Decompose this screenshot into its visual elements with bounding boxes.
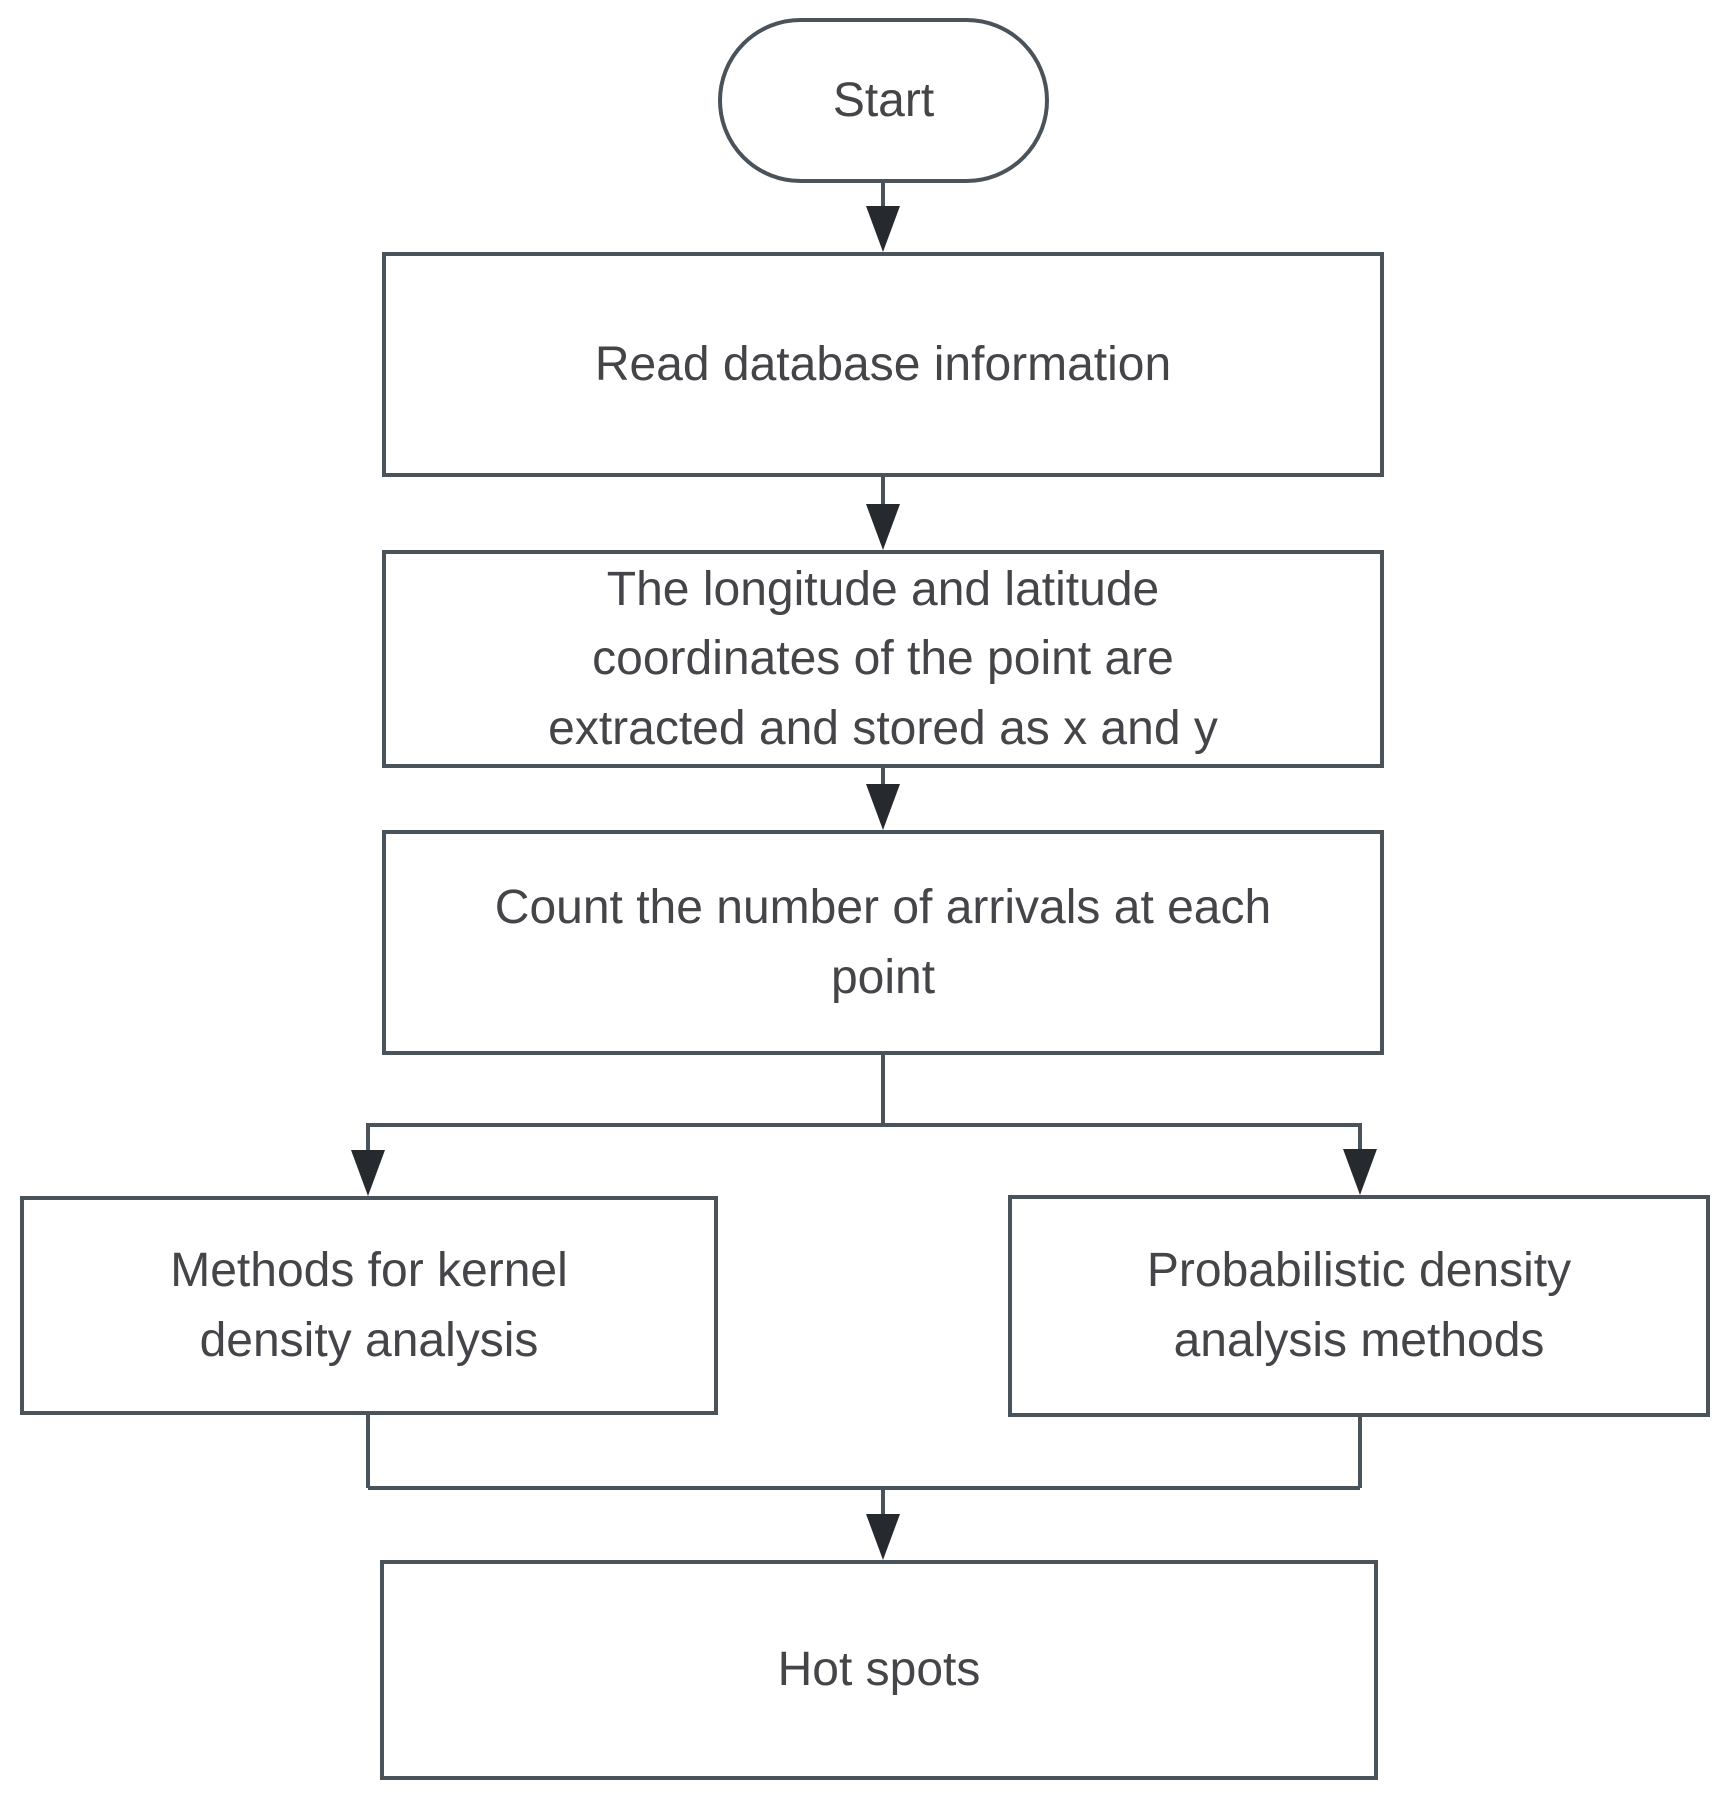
node-kernel-density-label: Methods for kernel density analysis — [170, 1243, 568, 1367]
node-probabilistic-density: Probabilistic density analysis methods — [1008, 1195, 1710, 1417]
node-read-database-label: Read database information — [594, 337, 1172, 391]
node-start-label: Start — [832, 73, 935, 127]
arrowhead-to-hotspots — [866, 1514, 900, 1560]
arrowhead-read-to-extract — [866, 504, 900, 550]
node-count-arrivals: Count the number of arrivals at each poi… — [382, 830, 1384, 1055]
arrowhead-to-prob — [1343, 1149, 1377, 1195]
arrowhead-extract-to-count — [866, 784, 900, 830]
node-kernel-density: Methods for kernel density analysis — [20, 1196, 718, 1415]
node-probabilistic-density-label: Probabilistic density analysis methods — [1146, 1244, 1572, 1367]
node-hot-spots: Hot spots — [380, 1560, 1378, 1780]
node-extract-coordinates-label: The longitude and latitude coordinates o… — [548, 562, 1218, 755]
node-start: Start — [718, 18, 1049, 183]
node-extract-coordinates: The longitude and latitude coordinates o… — [382, 550, 1384, 768]
node-read-database: Read database information — [382, 252, 1384, 477]
arrowhead-start-to-read — [866, 206, 900, 252]
node-hot-spots-label: Hot spots — [777, 1643, 981, 1697]
arrowhead-to-kernel — [351, 1150, 385, 1196]
node-count-arrivals-label: Count the number of arrivals at each poi… — [494, 880, 1272, 1004]
